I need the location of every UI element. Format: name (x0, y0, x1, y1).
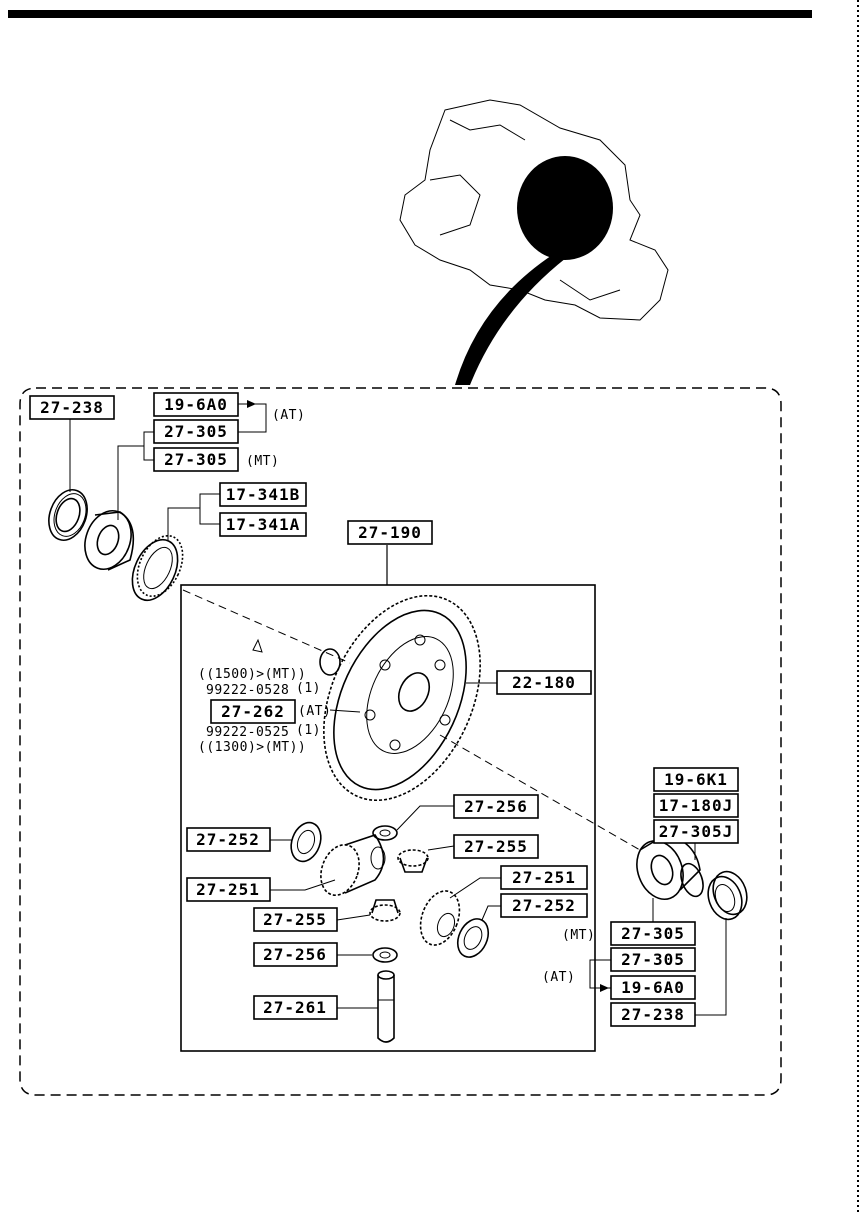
highlighted-differential-area (517, 156, 613, 260)
at-bracket-top (238, 403, 267, 433)
arrow-icon (600, 984, 609, 992)
ring-gear-part (319, 594, 481, 802)
label-box-19-6k1 (653, 767, 739, 792)
part-label-27-251-a: 27-251 (196, 880, 260, 899)
label-box-27-305j (653, 819, 739, 844)
part-label-27-262: 27-262 (221, 702, 285, 721)
thrust-washer-hole (296, 829, 316, 855)
arrow-icon (247, 400, 256, 408)
part-label-27-305-top-at: 27-305 (164, 422, 228, 441)
pinion-washer-part (372, 825, 398, 841)
at-note-top: (AT) (272, 408, 305, 423)
thrust-washer-hole-right (463, 926, 483, 950)
leader (336, 914, 371, 921)
qty-0528: (1) (296, 681, 321, 696)
leader (270, 879, 336, 891)
speedo-gear-part (131, 534, 184, 602)
bearing-part-right (636, 834, 701, 900)
part-label-22-180: 22-180 (512, 673, 576, 692)
pinion-gear-part (397, 849, 429, 873)
part-label-27-255-a: 27-255 (464, 837, 528, 856)
label-box-27-190 (347, 520, 433, 545)
part-label-17-180j: 17-180J (659, 796, 733, 815)
part-label-27-261: 27-261 (263, 998, 327, 1017)
part-label-27-251-b: 27-251 (512, 868, 576, 887)
bracket-17-341 (199, 493, 220, 525)
side-gear-part-left (320, 834, 386, 896)
part-label-27-305-bot-mt: 27-305 (621, 924, 685, 943)
part-label-27-238-top: 27-238 (40, 398, 104, 417)
label-box-17-180j (653, 793, 739, 818)
pin-icon (252, 638, 263, 653)
label-box-27-262 (210, 699, 296, 724)
part-label-27-252-a: 27-252 (196, 830, 260, 849)
part-label-27-256-a: 27-256 (464, 797, 528, 816)
leader (449, 877, 501, 899)
transaxle-illustration (399, 99, 669, 385)
part-number-0528: 99222-0528 (206, 683, 289, 698)
part-label-17-341a: 17-341A (226, 515, 300, 534)
thrust-washer-part (290, 821, 322, 863)
leader (695, 918, 727, 1016)
cond-1300-note: ((1300)>(MT)) (198, 740, 306, 755)
assembly-axis-line-right (439, 734, 641, 851)
pinion-gear-part-lower (369, 899, 401, 922)
part-label-27-255-b: 27-255 (263, 910, 327, 929)
at-bracket-bot (589, 959, 611, 989)
pinion-shaft-part (377, 970, 395, 1043)
at-note-bot: (AT) (542, 970, 575, 985)
part-label-27-238-bot: 27-238 (621, 1005, 685, 1024)
leader (117, 445, 144, 520)
part-label-19-6a0-top: 19-6A0 (164, 395, 228, 414)
cond-1500-note: ((1500)>(MT)) (198, 667, 306, 682)
thrust-washer-part-right (456, 918, 490, 958)
part-label-19-6k1: 19-6K1 (664, 770, 728, 789)
part-label-27-305-top-mt: 27-305 (164, 450, 228, 469)
leader (167, 507, 200, 540)
part-label-27-305-bot-at: 27-305 (621, 950, 685, 969)
oil-seal-part (48, 489, 88, 541)
oil-seal-part-right (707, 870, 748, 921)
case-group-frame (180, 584, 596, 1052)
part-label-27-190: 27-190 (358, 523, 422, 542)
shim-ring-part (680, 862, 704, 898)
pinion-washer-hole-lower (379, 951, 391, 959)
part-label-27-256-b: 27-256 (263, 945, 327, 964)
mt-note-bot: (MT) (562, 928, 595, 943)
part-label-27-252-b: 27-252 (512, 896, 576, 915)
part-label-19-6a0-bot: 19-6A0 (621, 978, 685, 997)
leader (329, 709, 361, 713)
pinion-washer-part-lower (372, 947, 398, 963)
bracket-27-305 (143, 431, 154, 461)
qty-0525: (1) (296, 723, 321, 738)
mt-note-top: (MT) (246, 454, 279, 469)
at-note-262: (AT) (298, 704, 331, 719)
pinion-washer-hole (379, 829, 391, 837)
leader (427, 845, 455, 851)
leader (396, 805, 454, 831)
top-rule (8, 10, 812, 18)
side-gear-part-right (419, 890, 461, 946)
part-label-17-341b: 17-341B (226, 485, 300, 504)
label-box-27-238-top (29, 395, 115, 420)
part-label-27-305j: 27-305J (659, 822, 733, 841)
leader (481, 905, 501, 921)
assembly-axis-line (182, 589, 351, 664)
assembly-frame (19, 387, 782, 1096)
part-number-0525: 99222-0525 (206, 725, 289, 740)
